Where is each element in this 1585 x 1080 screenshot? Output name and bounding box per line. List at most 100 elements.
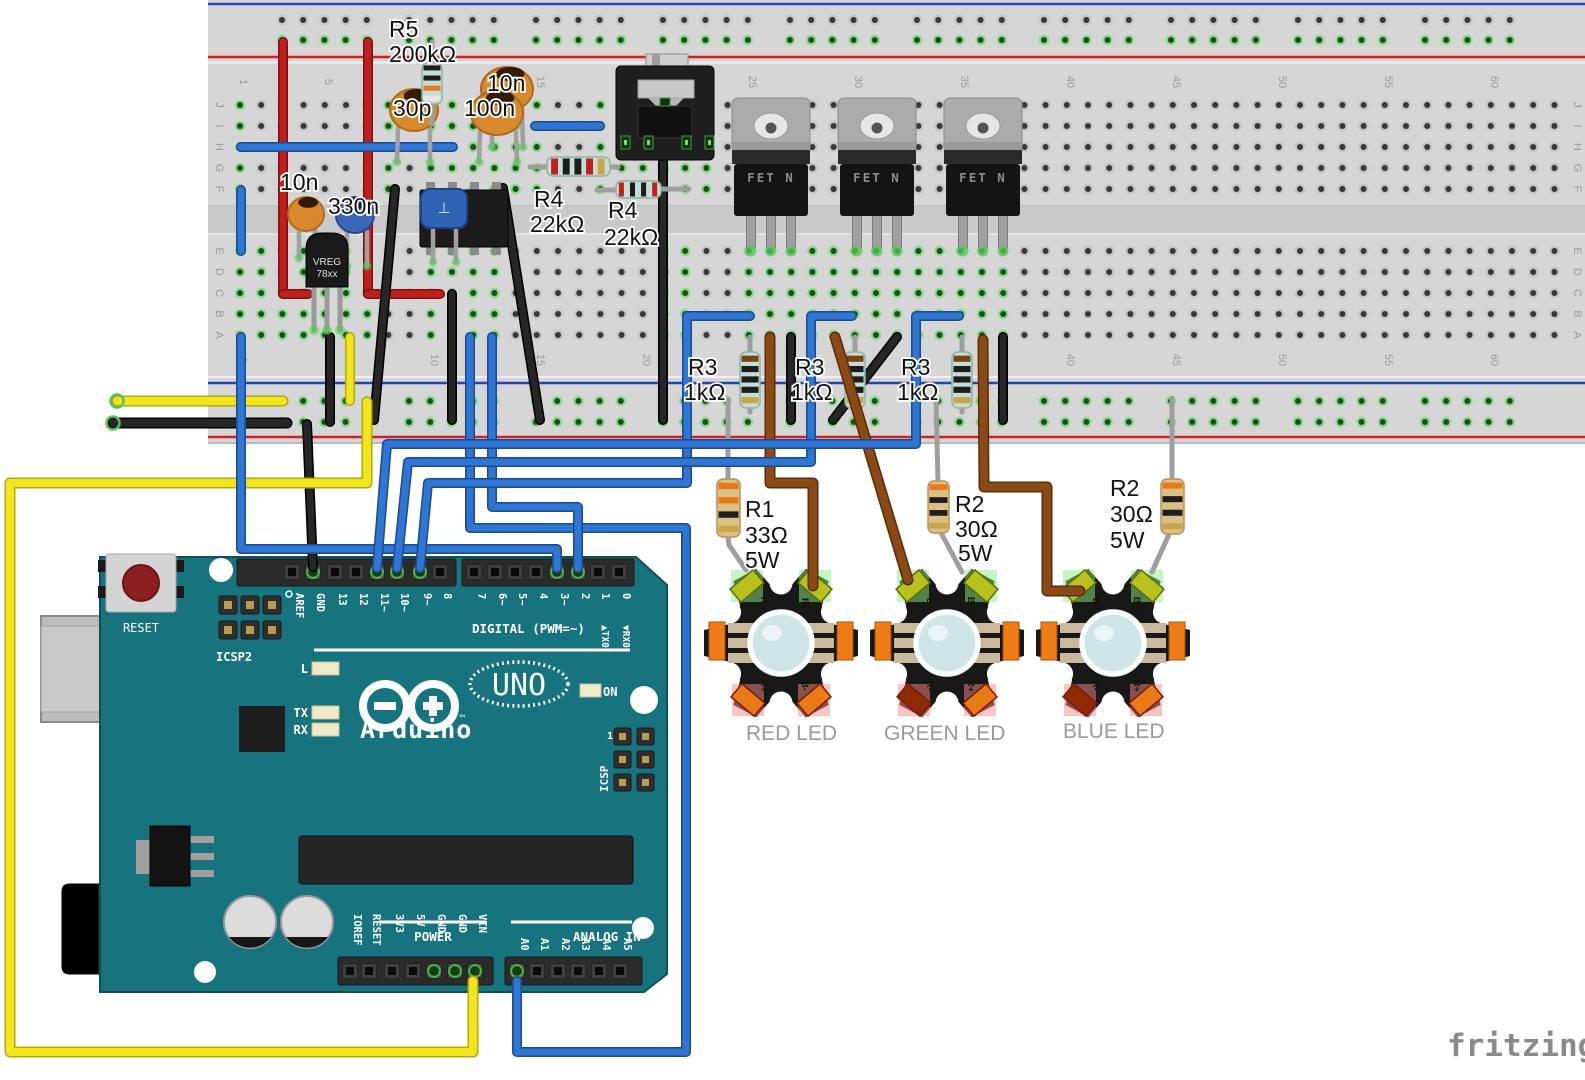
- led-pad-label: B+: [1131, 597, 1142, 610]
- fet-leg: [766, 213, 776, 249]
- audio-jack[interactable]: [615, 53, 715, 161]
- pin-label: AREF: [293, 593, 305, 618]
- arduino-label: Arduino: [360, 715, 472, 744]
- wire-blue-a0[interactable]: [465, 332, 691, 1057]
- breadboard-grid-label: 1: [237, 79, 249, 85]
- wire-blue-pin9[interactable]: [415, 311, 755, 573]
- part-label: R4: [608, 197, 638, 223]
- pin-label: 3~: [558, 593, 570, 606]
- breadboard[interactable]: JJIIHHGGFFEEDDCCBBAA11551010151520202525…: [208, 0, 1585, 444]
- breadboard-grid-label: 15: [534, 354, 546, 366]
- pin-label: IOREF: [351, 914, 363, 946]
- mounting-hole: [630, 686, 658, 714]
- part-label: 30Ω: [955, 516, 998, 542]
- breadboard-grid-label: 60: [1488, 354, 1500, 366]
- resistor-r3-3[interactable]: [951, 334, 973, 415]
- breadboard-grid-label: 55: [1382, 354, 1394, 366]
- led-pad-label: B+: [965, 597, 976, 610]
- led-blue[interactable]: B-B+R-R+: [1036, 568, 1190, 718]
- fet-n-3[interactable]: FET N: [943, 97, 1023, 257]
- fet-leg: [852, 213, 862, 249]
- resistor-r4-2[interactable]: [594, 180, 692, 199]
- wire-black-1[interactable]: [369, 184, 400, 425]
- pin-label: ▲TX0: [599, 625, 610, 648]
- led-dome: [747, 609, 815, 677]
- pin-label: 8: [441, 593, 453, 599]
- wire-yellow-vin[interactable]: [4, 396, 479, 1058]
- wire-end-ring: [109, 393, 125, 409]
- led-pad-label: R-: [924, 681, 935, 691]
- svg-text:TX: TX: [294, 706, 309, 720]
- breadboard-grid-label: I: [1571, 124, 1583, 127]
- pin-label: 13: [336, 593, 348, 606]
- wire-gnd-wire[interactable]: [302, 419, 318, 572]
- breadboard-grid-label: C: [1571, 289, 1583, 297]
- breadboard-grid-label: 15: [534, 76, 546, 88]
- part-label: R2: [1110, 475, 1139, 501]
- wire-black-2[interactable]: [498, 183, 545, 425]
- part-label: 5W: [1110, 527, 1145, 553]
- fet-label: FET N: [853, 170, 901, 185]
- pin-label: 12: [357, 593, 369, 606]
- wire-blue-pin10[interactable]: [392, 311, 857, 573]
- resistor-r2-2[interactable]: [1149, 395, 1185, 575]
- svg-text:78xx: 78xx: [316, 269, 337, 280]
- part-label: 33Ω: [745, 522, 788, 548]
- part-label: 100n: [464, 95, 515, 121]
- electrolytic-cap: [223, 895, 277, 949]
- fet-label: FET N: [747, 170, 795, 185]
- silk-caption: POWER: [414, 929, 452, 944]
- part-label: R2: [955, 491, 984, 517]
- breadboard-grid-label: 40: [1064, 76, 1076, 88]
- led-pad-label: B-: [1090, 598, 1101, 608]
- resistor-r3-1[interactable]: [739, 334, 761, 415]
- pin-label: 11~: [378, 593, 390, 612]
- breadboard-grid-label: A: [1571, 331, 1583, 339]
- breadboard-grid-label: 5: [322, 79, 334, 85]
- svg-text:RX: RX: [294, 723, 309, 737]
- led-dome: [913, 609, 981, 677]
- part-label: RED LED: [746, 722, 837, 745]
- pin-label: ▼RX0: [620, 625, 631, 648]
- pin-label: 6~: [496, 593, 508, 606]
- led-green[interactable]: B-B+R-R+: [870, 568, 1024, 718]
- cap-100n-film[interactable]: ⊥: [420, 188, 468, 267]
- svg-text:ON: ON: [603, 685, 617, 699]
- breadboard-grid-label: 35: [958, 76, 970, 88]
- cap-100n[interactable]: [470, 90, 524, 167]
- wire-brown-red-led[interactable]: [764, 331, 819, 592]
- part-label: 1kΩ: [684, 379, 726, 405]
- breadboard-grid-label: 50: [1276, 76, 1288, 88]
- fet-n-2[interactable]: FET N: [837, 97, 917, 257]
- breadboard-grid-label: F: [213, 186, 225, 193]
- silk-caption: DIGITAL (PWM=~): [472, 621, 585, 636]
- breadboard-grid-label: 25: [746, 76, 758, 88]
- part-label: BLUE LED: [1063, 720, 1165, 743]
- wire-blue-pin2[interactable]: [487, 332, 583, 573]
- smd-led: [311, 661, 340, 676]
- breadboard-grid-label: E: [213, 247, 225, 254]
- svg-text:™: ™: [459, 714, 465, 725]
- svg-text:1: 1: [607, 731, 613, 742]
- resistor-r4-1[interactable]: [527, 156, 621, 177]
- wire-brown-green-led[interactable]: [829, 331, 914, 586]
- resistor-r2-1[interactable]: [927, 397, 965, 575]
- jumper-wires: [4, 311, 1086, 1058]
- part-label: 30Ω: [1110, 501, 1153, 527]
- resistor-r5[interactable]: [421, 39, 443, 127]
- part-label: 1kΩ: [791, 379, 833, 405]
- part-label: R1: [745, 496, 774, 522]
- pin-label: A4: [600, 938, 612, 951]
- pin-label: GND: [314, 593, 326, 612]
- svg-text:⊥: ⊥: [437, 200, 450, 217]
- fet-n-1[interactable]: FET N: [731, 97, 811, 257]
- wire-brown-blue-led[interactable]: [977, 334, 1086, 597]
- chip: [239, 706, 285, 752]
- pin-label: A5: [621, 938, 633, 951]
- wire-blue-pin11[interactable]: [372, 311, 964, 573]
- led-red[interactable]: R+R-B+B-: [704, 568, 858, 718]
